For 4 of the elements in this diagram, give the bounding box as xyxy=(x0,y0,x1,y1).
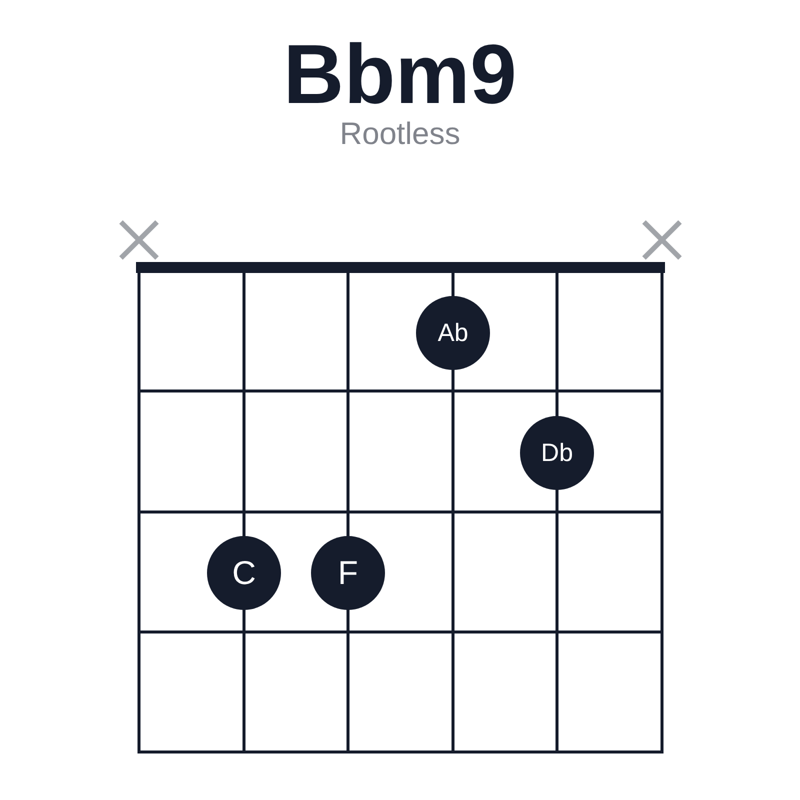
note-name: Ab xyxy=(438,319,468,347)
note-name: F xyxy=(338,559,358,587)
note-name: C xyxy=(232,559,256,587)
note-name: Db xyxy=(541,439,573,467)
